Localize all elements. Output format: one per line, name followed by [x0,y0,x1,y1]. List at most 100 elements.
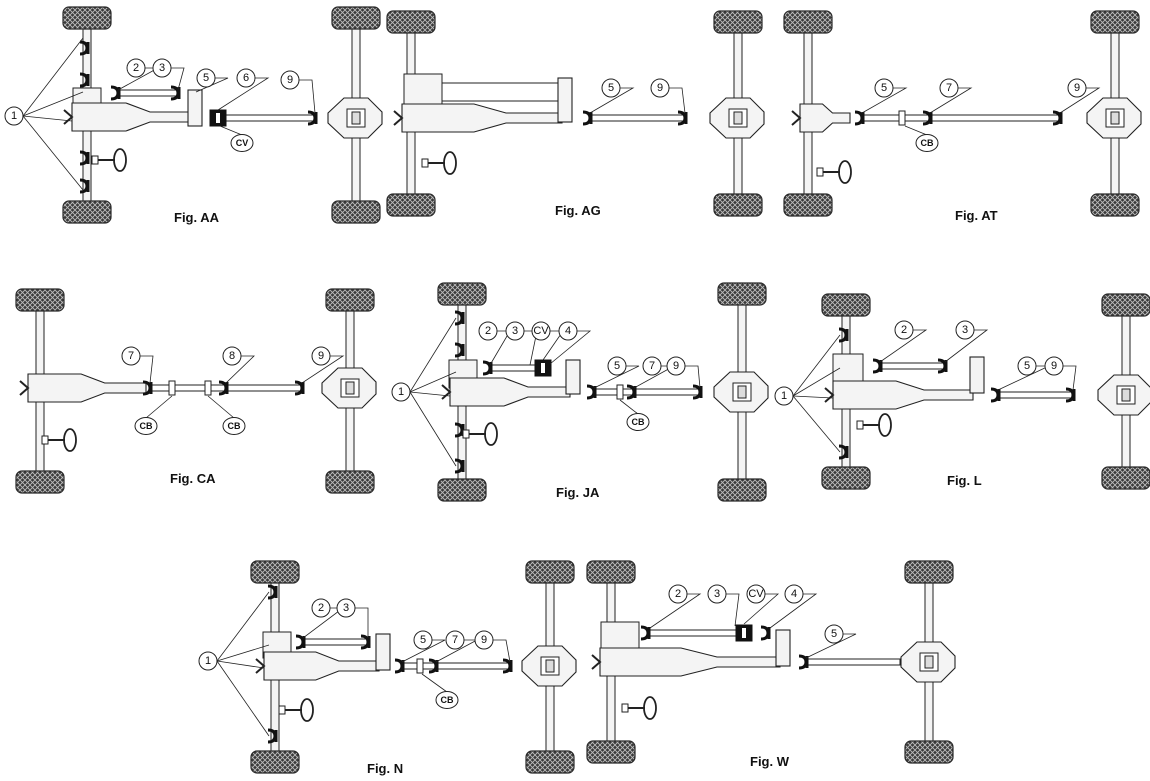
fan-icon [19,380,30,396]
tire [1101,466,1150,490]
callout-number: 8 [229,350,235,362]
transfer-case [375,633,391,671]
leader-line [140,355,154,384]
callout-number: 9 [318,350,324,362]
tire [386,10,436,34]
figure-caption: Fig. L [947,473,982,488]
leader-line [1063,365,1077,391]
steering-wheel-icon [443,151,457,175]
figure-caption: Fig. CA [170,471,216,486]
u-joint [360,634,371,650]
callout-number: 2 [485,325,491,337]
tag-ellipse [915,134,939,152]
callout-circle [531,321,551,341]
tire [713,193,763,217]
transfer-case [775,629,791,667]
transfer-case [969,356,985,394]
tire [331,200,381,224]
callout-number: 1 [398,386,404,398]
leader-line [649,593,702,629]
tire [15,288,65,312]
leader-line [792,334,841,397]
u-joint [990,387,1001,403]
callout-number: 5 [1024,360,1030,372]
u-joint [838,327,849,343]
u-joint [1065,387,1076,403]
callout-circle [505,321,525,341]
tag-label: CB [140,421,153,431]
callout-circle [650,78,670,98]
callout-circle [1017,356,1037,376]
fan-icon [255,658,266,674]
tire [1090,10,1140,34]
engine-transmission [832,380,974,410]
leader-line [861,87,908,114]
callout-circle [874,78,894,98]
tire [331,6,381,30]
callout-number: 3 [714,588,720,600]
steering-wheel-icon [113,148,127,172]
callout-number: 4 [565,325,571,337]
leader-line [299,79,316,114]
callout-circle [642,356,662,376]
tire [437,282,487,306]
u-joint [267,584,278,600]
center-bearing [204,380,212,396]
steering-wheel-icon [484,422,498,446]
fan-icon [824,387,835,403]
u-joint [454,458,465,474]
center-bearing [898,110,906,126]
leader-line [493,639,511,663]
tag-ellipse [435,691,459,709]
steering-wheel-icon [63,428,77,452]
tire [62,6,112,30]
steering-wheel-icon [878,413,892,437]
drive-shaft [861,114,1061,122]
callout-number: 5 [881,82,887,94]
center-bearing [168,380,176,396]
callout-circle [445,630,465,650]
callout-number: 5 [203,72,209,84]
center-bearing [616,384,624,400]
callout-number: 9 [657,82,663,94]
u-joint [294,380,305,396]
tag-label: CV [236,138,249,148]
fan-icon [591,654,602,670]
leader-line [589,87,635,114]
leader-line [216,644,270,662]
leader-line [145,395,173,419]
leader-line [22,91,84,117]
u-joint [482,360,493,376]
leader-line [217,77,270,111]
u-joint [428,658,439,674]
u-joint [142,380,153,396]
callout-number: 9 [287,74,293,86]
tag-ellipse [222,417,246,435]
callout-circle [311,346,331,366]
drive-shaft [805,658,901,666]
callout-number: 1 [11,110,17,122]
fan-icon [441,384,452,400]
fan-icon [791,110,802,126]
leader-line [409,371,457,393]
callout-circle [666,356,686,376]
front-differential [832,353,864,385]
engine-transmission [599,647,781,677]
figure-caption: Fig. AG [555,203,601,218]
leader-line [22,115,84,191]
callout-number: 3 [343,602,349,614]
engine-transmission [71,102,193,132]
callout-circle [280,70,300,90]
tire [15,470,65,494]
leader-line [743,593,780,625]
callout-number: 1 [205,655,211,667]
u-joint [922,110,933,126]
callout-number: 7 [452,634,458,646]
callout-number: 2 [675,588,681,600]
callout-circle [824,624,844,644]
engine-transmission [401,103,563,133]
tire [525,750,575,774]
callout-circle [474,630,494,650]
leader-line [355,607,369,638]
